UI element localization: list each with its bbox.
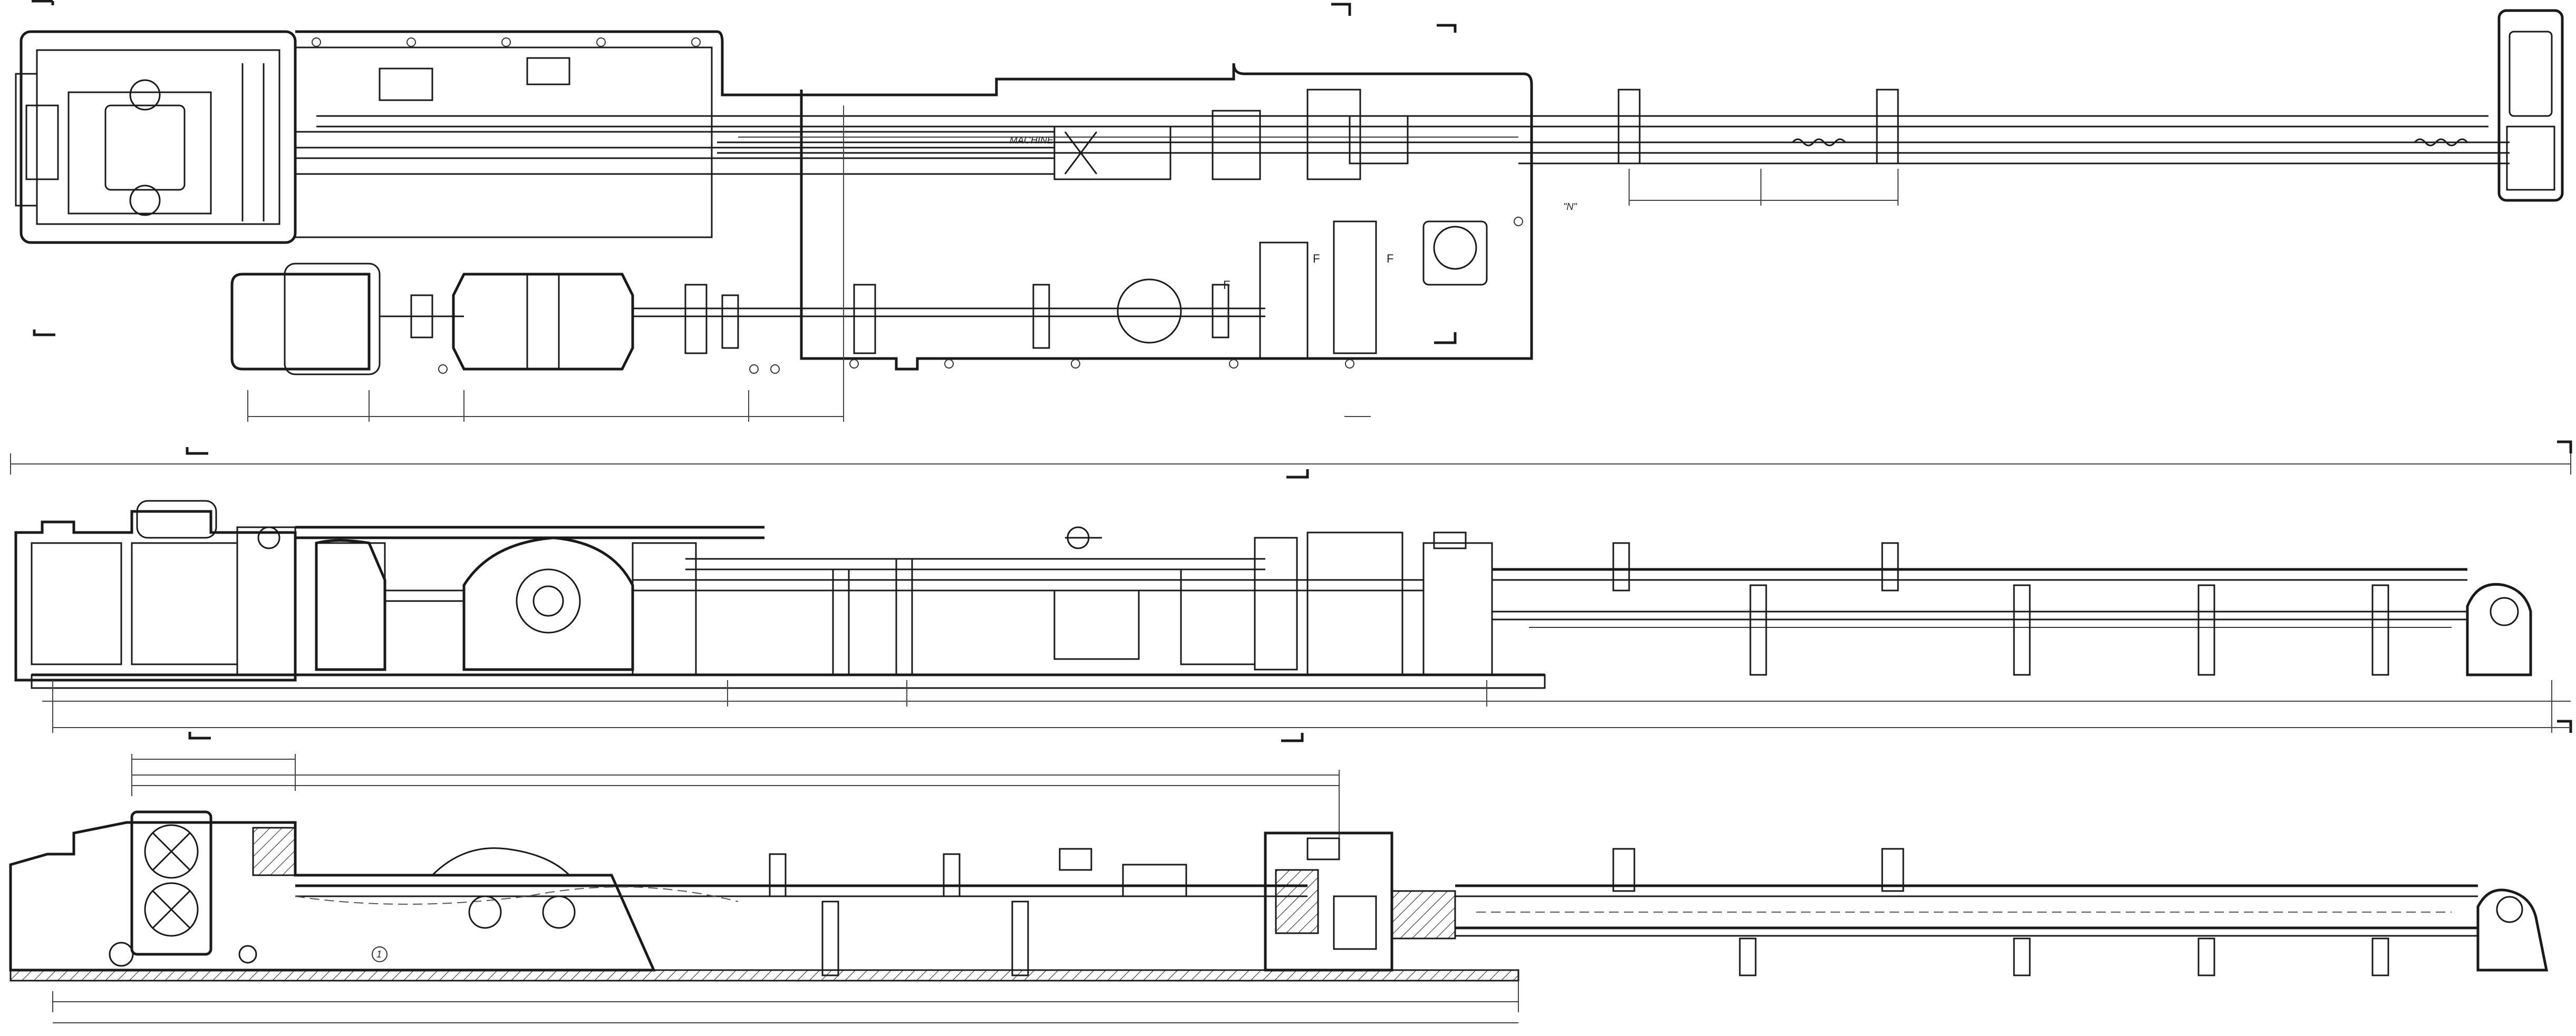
plan-note-n: "N" [1563, 201, 1577, 212]
plan-callout-f3: F [1387, 252, 1393, 265]
plan-view: MACHINE "N" F F F [15, 9, 2564, 422]
section-circle-label: 1 [376, 949, 382, 960]
side-elevation-view [14, 500, 2571, 733]
plan-note-machine: MACHINE [1010, 135, 1054, 146]
overall-dimension-line [10, 453, 2571, 475]
longitudinal-section-view: 1 [9, 754, 2549, 1023]
plan-callout-f1: F [1223, 278, 1230, 292]
section-markers [32, 0, 2572, 742]
plan-callout-f2: F [1313, 252, 1320, 265]
